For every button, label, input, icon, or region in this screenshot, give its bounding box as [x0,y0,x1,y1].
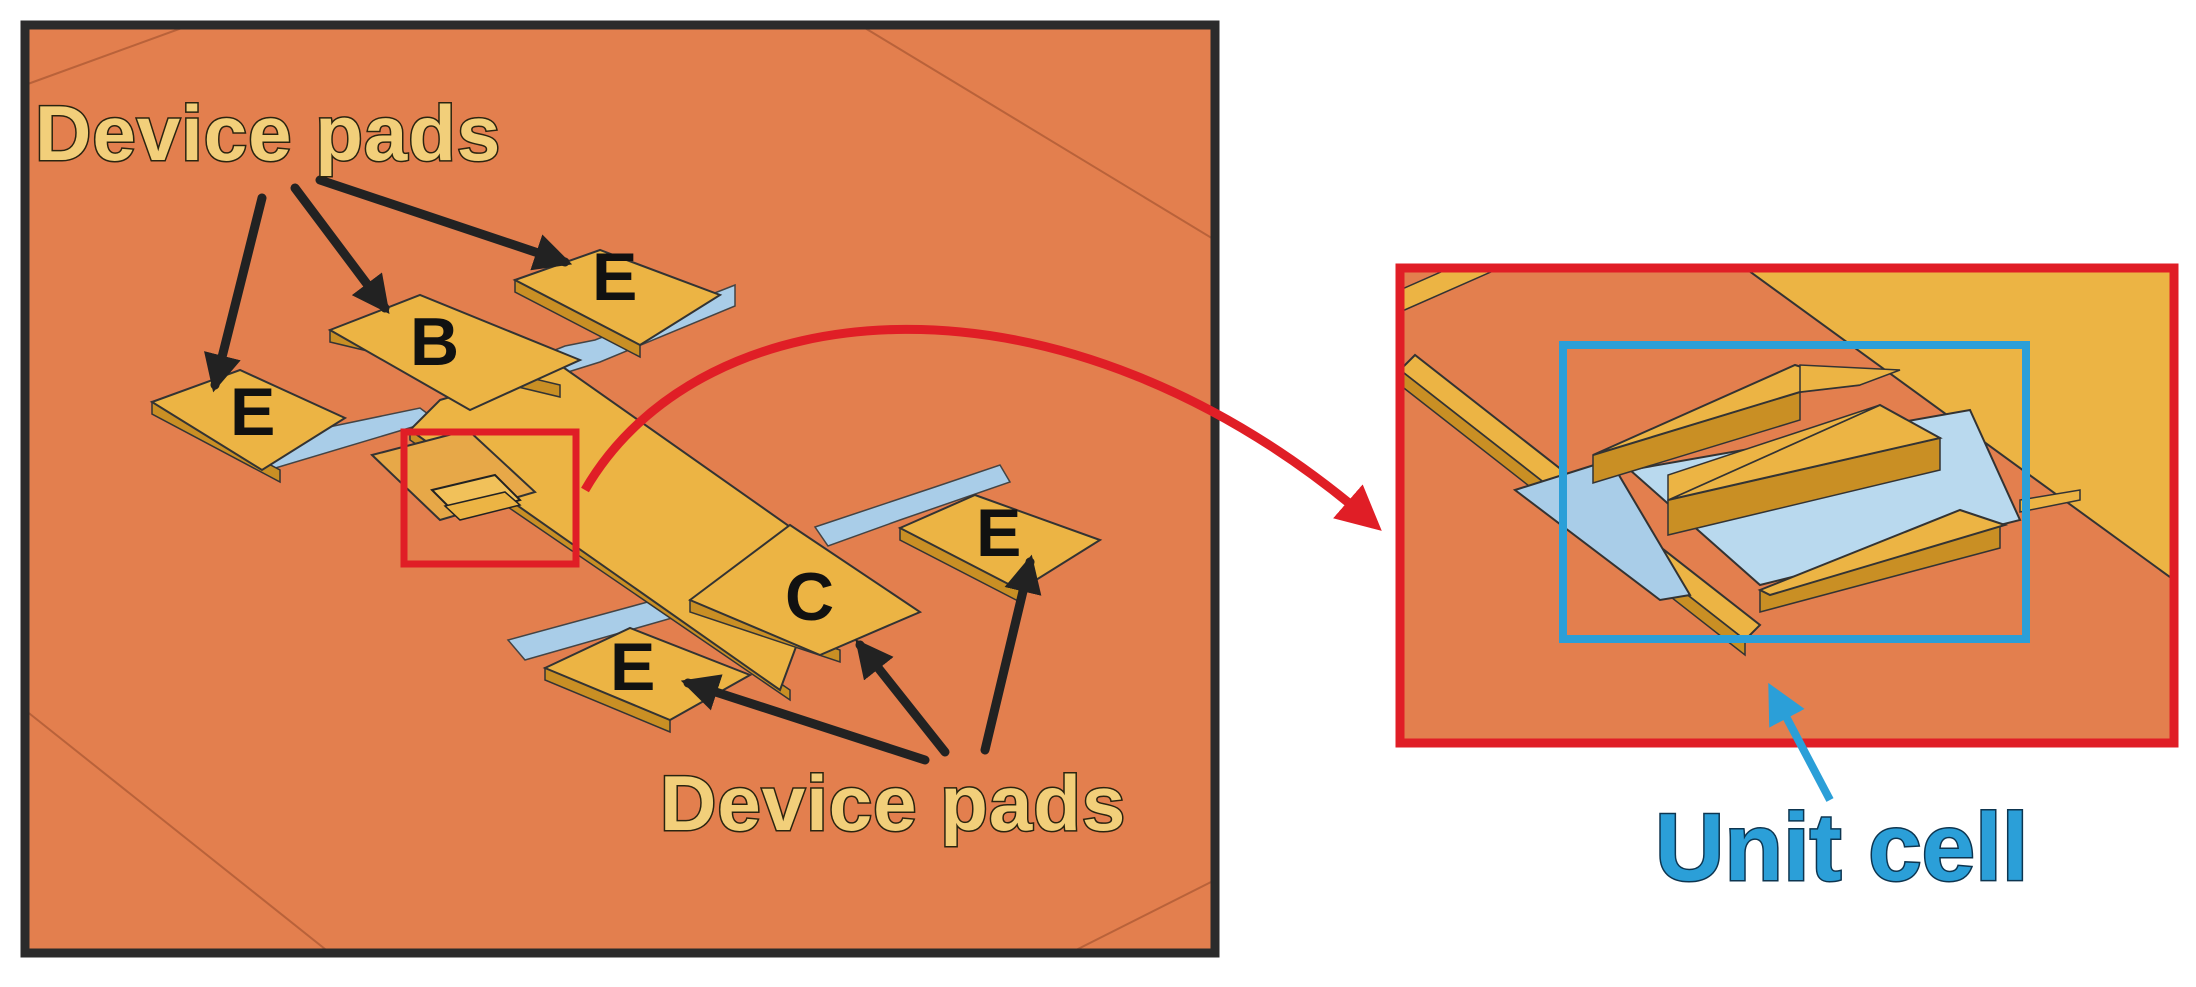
arrow-to-pad-b [290,183,390,315]
zoom-mesa-center [1667,403,1943,536]
arrow-to-pad-e-top [315,175,573,271]
substrate-seam [25,25,191,86]
pad-b-top [327,293,583,412]
zoom-mesa-center-top-b [1667,404,1881,502]
device-overview-panel: B E E C [20,20,1220,958]
device-pads-label-bottom: Device pads [660,759,1126,847]
zoom-mesa-back-top-right [1799,364,1901,393]
metal-traces [236,283,1012,661]
arrow-to-pad-e-bottom [680,674,930,765]
zoom-mesa-front [1757,508,2009,613]
zoom-right-step [2019,489,2081,513]
zoom-mesa-front-top [1757,508,2009,597]
zoom-gold-strip-top [1400,268,1501,313]
pad-e-top-label: E [592,239,637,315]
pad-e-right-label: E [976,495,1021,571]
trace-e-right [813,464,1012,547]
unit-cell-highlight-small [400,428,580,568]
pad-e-right-face [897,493,1103,592]
pad-c-top [688,523,923,657]
unit-cell-label: Unit cell [1655,794,2028,901]
arrow-to-pad-c [855,639,950,757]
substrate-seam [1069,879,1215,953]
pad-e-top: E [512,239,723,359]
zoom-panel [1395,263,2179,748]
arrows-top-device-pads [204,175,573,393]
zoom-mesa-back [1592,363,1901,485]
overview-frame [20,20,1220,958]
arrow-to-pad-e-right [980,554,1042,755]
pad-b: B [327,293,583,412]
arrows-bottom-device-pads [680,554,1042,765]
unit-cell-arrow [1768,682,1834,802]
zoom-blue-frame [1512,458,1692,602]
pad-c-label: C [785,559,834,635]
zoom-frame [1395,263,2179,748]
device-pads-label-top: Device pads [35,89,501,177]
pad-e-left-label: E [230,374,275,450]
unit-cell-box [1559,341,2030,643]
unit-cell-inner-small-b [443,491,522,521]
pad-e-bottom-label: E [610,629,655,705]
zoom-arrow [581,324,1382,531]
pad-e-left: E [149,368,348,484]
arrow-to-pad-e-left [204,193,267,393]
pad-c: C [688,523,923,664]
pad-b-label: B [410,304,459,380]
substrate-seam [25,709,331,953]
substrate-seam [859,25,1215,241]
